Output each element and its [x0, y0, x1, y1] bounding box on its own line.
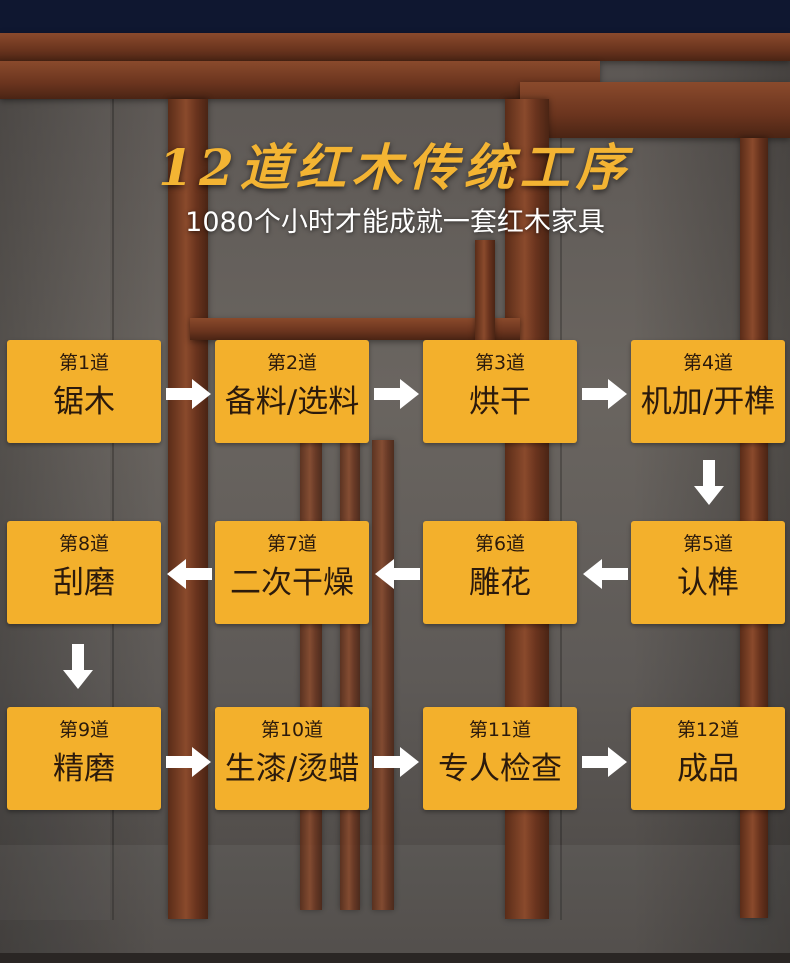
step-number: 第3道: [423, 351, 577, 375]
table-stretcher: [190, 318, 520, 340]
step-number: 第8道: [7, 532, 161, 556]
table-apron: [0, 61, 600, 99]
step-card-2: 第2道 备料/选料: [215, 340, 369, 443]
step-card-10: 第10道 生漆/烫蜡: [215, 707, 369, 810]
arrow-right-icon: [374, 377, 420, 411]
step-name: 刮磨: [7, 564, 161, 602]
arrow-right-icon: [166, 745, 212, 779]
step-name: 备料/选料: [215, 383, 369, 421]
step-number: 第2道: [215, 351, 369, 375]
step-number: 第5道: [631, 532, 785, 556]
step-number: 第6道: [423, 532, 577, 556]
chair-leg: [300, 440, 322, 910]
step-card-8: 第8道 刮磨: [7, 521, 161, 624]
step-number: 第1道: [7, 351, 161, 375]
step-number: 第9道: [7, 718, 161, 742]
step-name: 烘干: [423, 383, 577, 421]
step-name: 生漆/烫蜡: [215, 750, 369, 788]
step-number: 第7道: [215, 532, 369, 556]
step-card-12: 第12道 成品: [631, 707, 785, 810]
step-card-9: 第9道 精磨: [7, 707, 161, 810]
chair-leg: [340, 440, 360, 910]
step-number: 第12道: [631, 718, 785, 742]
arrow-right-icon: [582, 745, 628, 779]
page-title: 12道红木传统工序: [0, 128, 790, 200]
step-card-5: 第5道 认榫: [631, 521, 785, 624]
step-name: 精磨: [7, 750, 161, 788]
bottom-bar: [0, 953, 790, 963]
arrow-right-icon: [166, 377, 212, 411]
arrow-down-icon: [61, 644, 95, 690]
step-number: 第11道: [423, 718, 577, 742]
step-number: 第4道: [631, 351, 785, 375]
arrow-right-icon: [582, 377, 628, 411]
floor-panel: [0, 845, 790, 953]
step-card-6: 第6道 雕花: [423, 521, 577, 624]
step-card-11: 第11道 专人检查: [423, 707, 577, 810]
step-card-7: 第7道 二次干燥: [215, 521, 369, 624]
table-strut: [475, 240, 495, 340]
step-card-4: 第4道 机加/开榫: [631, 340, 785, 443]
step-name: 认榫: [631, 564, 785, 602]
step-number: 第10道: [215, 718, 369, 742]
chair-leg: [372, 440, 394, 910]
step-name: 二次干燥: [215, 564, 369, 602]
step-card-1: 第1道 锯木: [7, 340, 161, 443]
step-name: 机加/开榫: [631, 383, 785, 421]
page-subtitle: 1080个小时才能成就一套红木家具: [0, 200, 790, 239]
step-card-3: 第3道 烘干: [423, 340, 577, 443]
step-name: 雕花: [423, 564, 577, 602]
step-name: 锯木: [7, 383, 161, 421]
arrow-left-icon: [166, 557, 212, 591]
arrow-left-icon: [374, 557, 420, 591]
top-bar: [0, 0, 790, 33]
step-name: 专人检查: [423, 750, 577, 788]
table-top: [0, 33, 790, 61]
arrow-left-icon: [582, 557, 628, 591]
arrow-right-icon: [374, 745, 420, 779]
arrow-down-icon: [692, 460, 726, 506]
step-name: 成品: [631, 750, 785, 788]
